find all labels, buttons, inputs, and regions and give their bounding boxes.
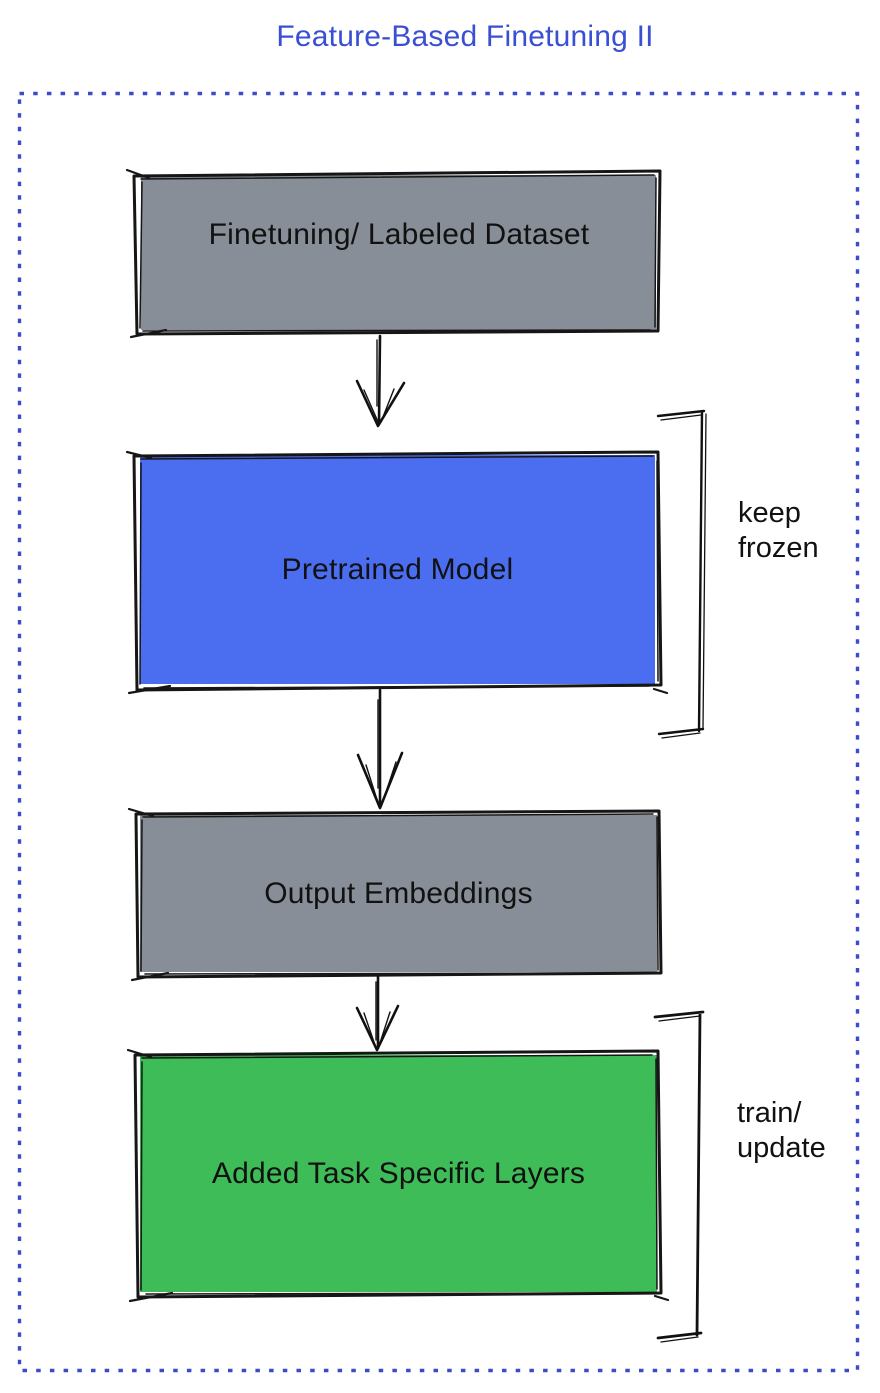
bracket-keep-frozen	[656, 409, 707, 739]
box-border-task-specific-layers	[126, 1048, 670, 1303]
annotation-keep-frozen: keep frozen	[738, 496, 819, 566]
box-fill-finetuning-dataset	[141, 175, 656, 330]
arrow-model-to-embeddings	[356, 688, 404, 810]
box-border-pretrained-model	[125, 450, 669, 695]
annotation-line: frozen	[738, 532, 819, 564]
arrow-embeddings-to-layers	[355, 974, 400, 1052]
box-border-finetuning-dataset	[125, 168, 662, 339]
annotation-line: keep	[738, 497, 801, 529]
diagram-title: Feature-Based Finetuning II	[276, 20, 654, 53]
arrow-dataset-to-model	[355, 334, 406, 428]
box-fill-task-specific-layers	[140, 1055, 657, 1292]
box-fill-pretrained-model	[140, 455, 655, 684]
box-fill-output-embeddings	[140, 815, 657, 972]
bracket-train-update	[653, 1010, 705, 1343]
annotation-line: train/	[737, 1097, 802, 1129]
dotted-frame	[17, 91, 860, 1373]
annotation-train-update: train/ update	[737, 1096, 826, 1166]
annotation-line: update	[737, 1132, 826, 1164]
box-border-output-embeddings	[127, 807, 663, 982]
